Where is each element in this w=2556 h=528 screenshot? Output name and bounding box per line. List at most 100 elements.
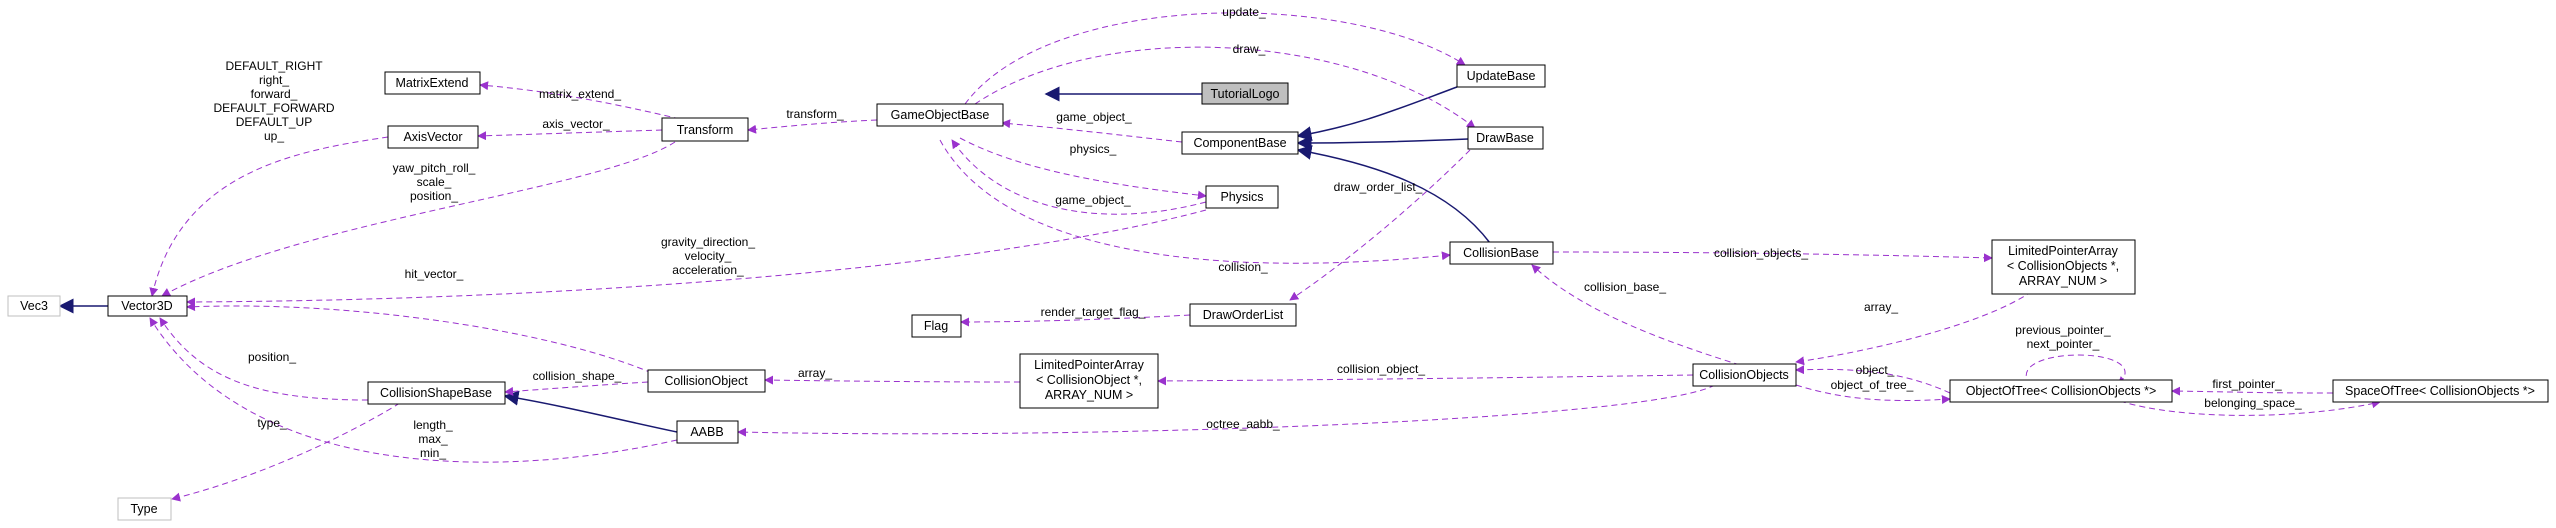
edge-componentbase-gameobjectbase <box>1001 119 1183 143</box>
edge-label-object: object_ <box>1856 363 1895 377</box>
node-matrixextend[interactable]: MatrixExtend <box>384 71 481 95</box>
edge-label-physics: physics_ <box>1070 142 1117 156</box>
node-tutoriallogo[interactable]: TutorialLogo <box>1201 82 1289 105</box>
edge-label-axis-vector: axis_vector_ <box>542 117 610 131</box>
node-label-componentbase: ComponentBase <box>1193 136 1286 150</box>
node-label-lpa-collisionobject-line-1: < CollisionObject *, <box>1036 373 1142 387</box>
edge-collisionobject-collisionshapebase <box>504 381 649 396</box>
edge-label-update: update_ <box>1222 5 1266 19</box>
edge-label-axisvector-line-4: DEFAULT_UP <box>236 115 312 129</box>
edge-label-collision-shape: collision_shape_ <box>533 369 622 383</box>
node-type[interactable]: Type <box>117 497 172 521</box>
edge-label-belonging-space: belonging_space_ <box>2204 396 2302 410</box>
node-label-lpa-collisionobjects-line-0: LimitedPointerArray <box>2008 244 2119 258</box>
edge-label-physics-line-0: gravity_direction_ <box>661 235 755 249</box>
node-flag[interactable]: Flag <box>911 314 962 338</box>
edge-label-aabb-line-1: max_ <box>418 432 448 446</box>
edge-gameobjectbase-collisionbase <box>939 139 1451 264</box>
edge-label-aabb-line-2: min_ <box>420 446 446 460</box>
edge-label-transform-line-1: scale_ <box>417 175 452 189</box>
node-collisionobjects[interactable]: CollisionObjects <box>1692 363 1797 387</box>
edge-drawbase-flag <box>960 314 1191 327</box>
edge-label-aabb-line-0: length_ <box>413 418 453 432</box>
node-lpa-collisionobjects[interactable]: LimitedPointerArray < CollisionObjects *… <box>1991 239 2136 295</box>
edge-label-position: position_ <box>248 350 296 364</box>
edge-updatebase-inherits-componentbase <box>1296 86 1458 142</box>
edge-label-transform: transform_ <box>786 107 844 121</box>
node-drawbase[interactable]: DrawBase <box>1467 126 1544 150</box>
edge-label-collision-objects: collision_objects_ <box>1714 246 1808 260</box>
node-spaceoftree[interactable]: SpaceOfTree< CollisionObjects *> <box>2332 379 2549 403</box>
edge-label-render-target-flag: render_target_flag_ <box>1041 305 1146 319</box>
node-label-collisionobjects: CollisionObjects <box>1699 368 1789 382</box>
edge-label-physics-line-1: velocity_ <box>685 249 732 263</box>
edge-aabb-vector3d <box>149 317 678 463</box>
node-gameobjectbase[interactable]: GameObjectBase <box>876 103 1004 127</box>
node-label-lpa-collisionobject-line-0: LimitedPointerArray <box>1034 358 1145 372</box>
node-aabb[interactable]: AABB <box>676 420 739 444</box>
edge-drawbase-draworderlist <box>1289 149 1471 301</box>
edge-label-collision: collision_ <box>1218 260 1268 274</box>
edge-gameobjectbase-physics <box>959 137 1207 200</box>
edge-label-axisvector-line-1: right_ <box>259 73 289 87</box>
edge-label-axisvector-line-2: forward_ <box>251 87 298 101</box>
edge-label-type: type_ <box>257 416 287 430</box>
node-label-gameobjectbase: GameObjectBase <box>891 108 990 122</box>
edge-physics-vector3d <box>186 209 1207 307</box>
edge-lpa-collisionobjects <box>1795 284 2041 366</box>
edge-transform-axisvector <box>477 129 663 141</box>
edge-label-object-of-tree: object_of_tree_ <box>1831 378 1914 392</box>
edge-gameobjectbase-drawbase <box>974 46 1476 129</box>
edge-labels: DEFAULT_RIGHT right_ forward_ DEFAULT_FO… <box>213 5 2302 460</box>
node-transform[interactable]: Transform <box>661 117 749 142</box>
node-label-collisionbase: CollisionBase <box>1463 246 1539 260</box>
edge-label-collision-base: collision_base_ <box>1584 280 1666 294</box>
node-draworderlist[interactable]: DrawOrderList <box>1189 303 1297 327</box>
node-vec3[interactable]: Vec3 <box>7 295 61 317</box>
node-label-collisionshapebase: CollisionShapeBase <box>380 386 492 400</box>
node-label-lpa-collisionobjects-line-2: ARRAY_NUM > <box>2019 274 2107 288</box>
edge-collisionbase-lpa <box>1552 251 1993 263</box>
edge-label-transform-line-0: yaw_pitch_roll_ <box>393 161 476 175</box>
node-label-axisvector: AxisVector <box>403 130 462 144</box>
edge-collisionshapebase-vector3d <box>159 317 369 401</box>
edge-label-physics-line-2: acceleration_ <box>672 263 744 277</box>
node-vector3d[interactable]: Vector3D <box>107 295 188 317</box>
edge-label-axisvector-line-5: up_ <box>264 129 284 143</box>
node-collisionbase[interactable]: CollisionBase <box>1449 241 1554 265</box>
edge-collisionobjects-lpa-collisionobject <box>1157 374 1694 386</box>
node-axisvector[interactable]: AxisVector <box>387 125 479 149</box>
edge-transform-matrixextend <box>479 81 681 120</box>
edge-label-octree-aabb: octree_aabb_ <box>1206 417 1280 431</box>
edge-physics-gameobjectbase <box>951 139 1207 215</box>
node-label-physics: Physics <box>1220 190 1263 204</box>
edge-label-array-collisionobject: array_ <box>798 366 832 380</box>
edge-label-array-collisionobjects: array_ <box>1864 300 1898 314</box>
node-collisionshapebase[interactable]: CollisionShapeBase <box>367 381 506 405</box>
edge-gameobjectbase-updatebase <box>964 12 1466 105</box>
node-physics[interactable]: Physics <box>1205 185 1279 209</box>
edge-label-collision-object: collision_object_ <box>1337 362 1425 376</box>
node-lpa-collisionobject[interactable]: LimitedPointerArray < CollisionObject *,… <box>1019 353 1159 409</box>
edge-collisionbase-inherits-componentbase <box>1296 145 1491 244</box>
node-label-collisionobject: CollisionObject <box>664 374 748 388</box>
node-collisionobject[interactable]: CollisionObject <box>647 369 766 393</box>
edge-label-draw-order-list: draw_order_list_ <box>1334 180 1423 194</box>
edge-transform-vector3d <box>161 141 676 297</box>
edge-collisionshapebase-type <box>171 402 401 502</box>
node-label-draworderlist: DrawOrderList <box>1203 308 1284 322</box>
node-label-lpa-collisionobject-line-2: ARRAY_NUM > <box>1045 388 1133 402</box>
node-label-tutoriallogo: TutorialLogo <box>1210 87 1279 101</box>
node-label-aabb: AABB <box>690 425 723 439</box>
node-updatebase[interactable]: UpdateBase <box>1456 64 1546 88</box>
node-label-drawbase: DrawBase <box>1476 131 1534 145</box>
node-label-flag: Flag <box>924 319 948 333</box>
edge-collisionobject-vector3d <box>186 302 653 374</box>
edge-label-axisvector-line-3: DEFAULT_FORWARD <box>213 101 334 115</box>
edge-label-self-line-0: previous_pointer_ <box>2015 323 2111 337</box>
node-label-vector3d: Vector3D <box>121 299 172 313</box>
nodes: Vec3 Vector3D Type MatrixExtend AxisVect… <box>7 64 2549 521</box>
node-label-spaceoftree: SpaceOfTree< CollisionObjects *> <box>2345 384 2535 398</box>
node-componentbase[interactable]: ComponentBase <box>1181 131 1299 155</box>
node-objectoftree[interactable]: ObjectOfTree< CollisionObjects *> <box>1949 379 2173 403</box>
